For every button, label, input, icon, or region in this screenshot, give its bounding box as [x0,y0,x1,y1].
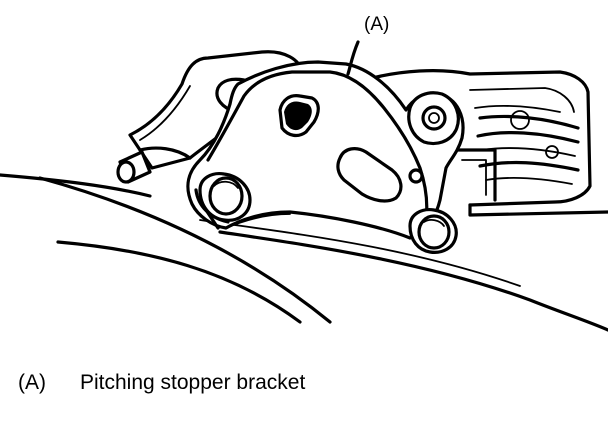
legend: (A) Pitching stopper bracket [18,368,305,398]
callout-label: (A) [364,14,389,35]
legend-marker: (A) [18,371,46,394]
callout-leader [346,40,360,76]
front-right-bolt [408,208,458,254]
front-left-bolt [198,172,252,230]
legend-text: Pitching stopper bracket [80,371,306,394]
pitching-stopper-bracket [186,60,465,240]
background-mechanism [363,69,608,217]
